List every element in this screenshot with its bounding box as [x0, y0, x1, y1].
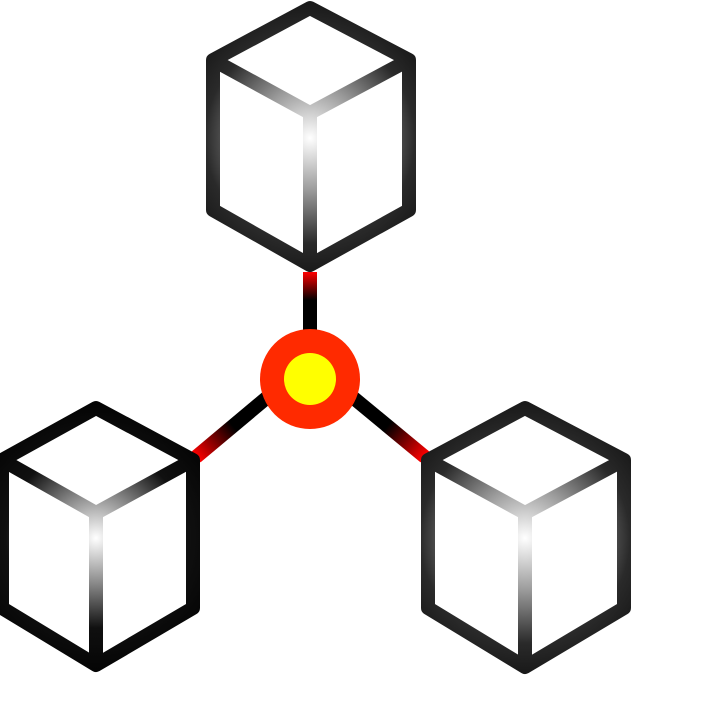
cube-node-right — [421, 401, 631, 674]
cube-node-left — [0, 401, 200, 672]
hub-inner-core — [284, 353, 336, 405]
connector-left — [191, 389, 275, 463]
cube-node-top — [206, 1, 416, 272]
connector-right — [345, 389, 430, 463]
central-hub-node — [260, 329, 360, 429]
